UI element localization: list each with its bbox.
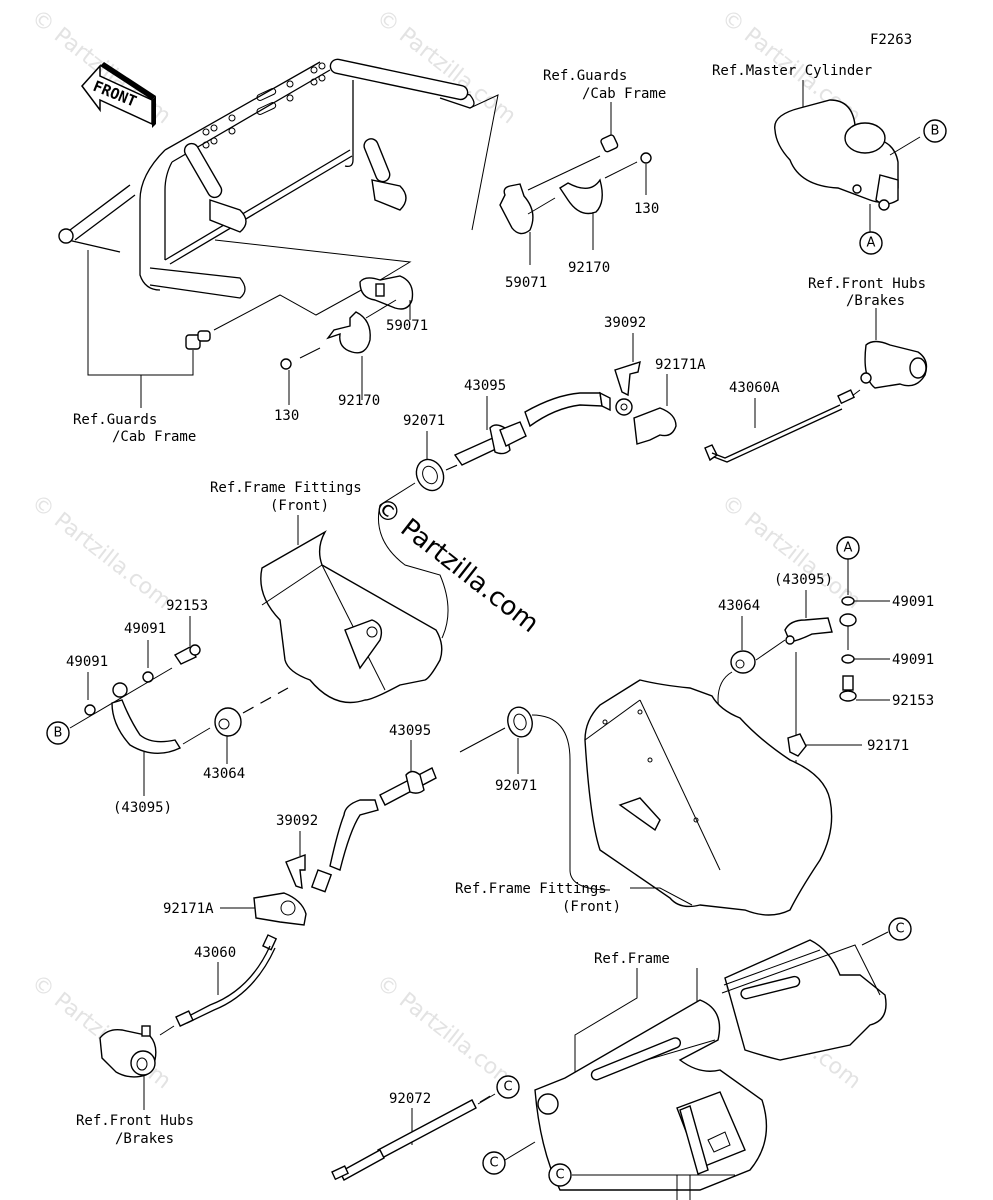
ref-frame-fittings-label-line2: (Front)	[562, 899, 621, 915]
front-arrow-icon: FRONT	[81, 62, 156, 128]
callout-c: C	[555, 1168, 564, 1183]
part-label-92071: 92071	[495, 778, 537, 794]
ref-guards-cab-frame-label: Ref.Guards	[543, 68, 627, 84]
callout-c: C	[489, 1156, 498, 1171]
part-label-92171: 92171	[867, 738, 909, 754]
callout-a: A	[844, 541, 853, 556]
part-label-43060: 43060	[194, 945, 236, 961]
banjo-assembly-right: A 49091 49091 92153 (43095) 43064 92171	[717, 536, 934, 820]
watermark: © Partzilla.com	[26, 970, 175, 1094]
front-hub-brake-bottom: 43060 Ref.Front Hubs /Brakes	[76, 934, 278, 1147]
master-cylinder-illustration: Ref.Master Cylinder B A	[712, 63, 947, 255]
frame-fittings-top: Ref.Frame Fittings (Front)	[210, 480, 449, 704]
part-label-43095: 43095	[389, 723, 431, 739]
front-hub-brake-top: Ref.Front Hubs /Brakes	[808, 276, 928, 397]
part-label-39092: 39092	[604, 315, 646, 331]
part-label-59071: 59071	[386, 318, 428, 334]
callout-a: A	[867, 236, 876, 251]
bracket-clamp-group-lower: 130 92170 59071	[274, 275, 428, 424]
watermark: © Partzilla.com	[371, 970, 520, 1094]
watermarks: © Partzilla.com © Partzilla.com © Partzi…	[26, 5, 865, 1094]
ref-front-hubs-label-line2: /Brakes	[115, 1131, 174, 1147]
ref-frame-label: Ref.Frame	[594, 951, 670, 967]
bolt-icon	[185, 330, 211, 350]
part-label-49091: 49091	[892, 594, 934, 610]
guard-frame-illustration	[58, 58, 499, 299]
ref-guards-cab-frame-label-line2: /Cab Frame	[112, 429, 196, 445]
figure-id: F2263	[870, 32, 912, 48]
part-label-92171A: 92171A	[163, 901, 214, 917]
watermark: © Partzilla.com	[26, 490, 175, 614]
brake-line-upper: 39092 92171A 43060A 43095 92071	[379, 315, 855, 506]
part-label-49091: 49091	[124, 621, 166, 637]
part-label-49091: 49091	[66, 654, 108, 670]
part-label-43095-paren: (43095)	[113, 800, 172, 816]
ref-front-hubs-label-line2: /Brakes	[846, 293, 905, 309]
part-label-92170: 92170	[568, 260, 610, 276]
part-label-130: 130	[274, 408, 299, 424]
bolt-icon	[600, 134, 619, 153]
callout-b: B	[931, 124, 940, 139]
ref-guards-cab-frame-label: Ref.Guards	[73, 412, 157, 428]
part-label-43064: 43064	[203, 766, 245, 782]
part-label-92071: 92071	[403, 413, 445, 429]
bracket-clamp-group-upper: Ref.Guards /Cab Frame 130 59071 92170	[499, 68, 666, 291]
cable-tie: 92072 C	[331, 1075, 520, 1181]
part-label-43095: 43095	[464, 378, 506, 394]
part-label-43095-paren: (43095)	[774, 572, 833, 588]
ref-master-cylinder-label: Ref.Master Cylinder	[712, 63, 872, 79]
frame-fittings-bottom: Ref.Frame Fittings (Front)	[455, 679, 833, 916]
callout-c: C	[895, 922, 904, 937]
part-label-43064: 43064	[718, 598, 760, 614]
ref-frame-fittings-label-line2: (Front)	[270, 498, 329, 514]
callout-c: C	[503, 1080, 512, 1095]
part-label-43060A: 43060A	[729, 380, 780, 396]
watermark: © Partzilla.com	[371, 5, 520, 129]
ref-frame-fittings-label: Ref.Frame Fittings	[210, 480, 362, 496]
ref-guards-left: Ref.Guards /Cab Frame	[73, 250, 366, 445]
banjo-assembly-left: 92153 49091 49091 B 43064 (43095)	[46, 598, 289, 816]
part-label-92153: 92153	[166, 598, 208, 614]
part-label-92153: 92153	[892, 693, 934, 709]
part-label-39092: 39092	[276, 813, 318, 829]
part-label-130: 130	[634, 201, 659, 217]
part-label-92072: 92072	[389, 1091, 431, 1107]
ref-front-hubs-label: Ref.Front Hubs	[76, 1113, 194, 1129]
brake-line-middle: 43095 92071 39092 92171A	[163, 706, 611, 926]
frame-illustration: Ref.Frame C C C	[479, 917, 912, 1200]
part-label-92171A: 92171A	[655, 357, 706, 373]
part-label-49091: 49091	[892, 652, 934, 668]
ref-front-hubs-label: Ref.Front Hubs	[808, 276, 926, 292]
part-label-92170: 92170	[338, 393, 380, 409]
ref-guards-cab-frame-label-line2: /Cab Frame	[582, 86, 666, 102]
callout-b: B	[54, 726, 63, 741]
part-label-59071: 59071	[505, 275, 547, 291]
ref-frame-fittings-label: Ref.Frame Fittings	[455, 881, 607, 897]
